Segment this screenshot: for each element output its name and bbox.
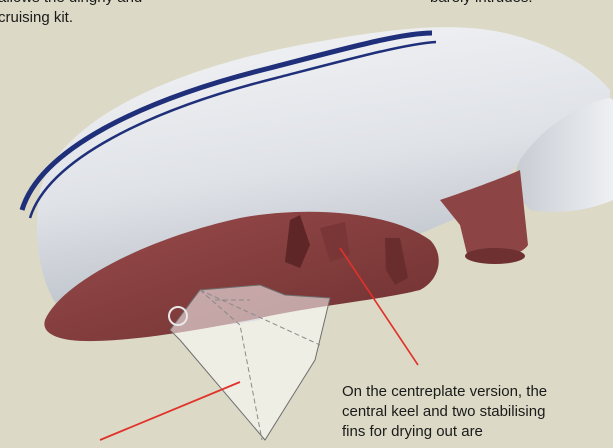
caption-barely-intrudes: barely intrudes. [430,0,613,8]
caption-dinghy-kit: allows the dinghy and cruising kit. [0,0,258,28]
rear-fin-foot [465,248,525,264]
centreplate-outline [170,285,330,440]
leader-line-rudder [100,382,240,440]
caption-centreplate-version: On the centreplate version, the central … [342,382,613,442]
